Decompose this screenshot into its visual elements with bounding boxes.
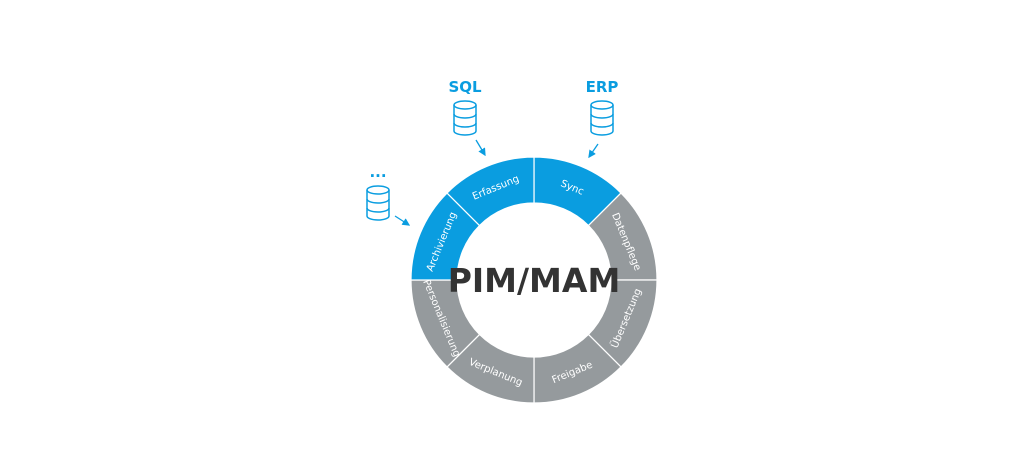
arrow-icon (394, 215, 411, 226)
source-label: ERP (586, 78, 619, 96)
source-label: ... (369, 163, 386, 181)
source-sql: SQL (448, 78, 486, 157)
database-icon (366, 185, 390, 221)
source-other: ... (366, 163, 411, 226)
source-label: SQL (448, 78, 482, 96)
database-icon (453, 100, 477, 136)
process-ring: SyncDatenpflegeÜbersetzungFreigabeVerpla… (410, 156, 658, 404)
segment-erfassung (446, 156, 535, 227)
source-erp: ERP (586, 78, 619, 159)
arrow-icon (588, 143, 599, 159)
database-icon (590, 100, 614, 136)
arrow-icon (475, 139, 486, 157)
center-label: PIM/MAM (448, 261, 621, 300)
